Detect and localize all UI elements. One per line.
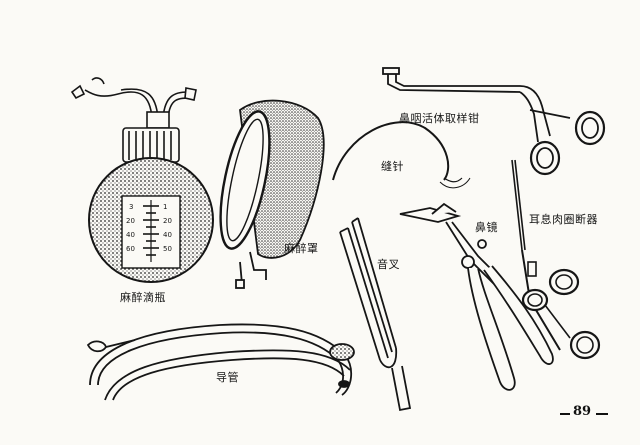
page-number-dash-right xyxy=(596,413,608,415)
biopsy-forceps-drawing xyxy=(382,67,606,176)
page-number-dash-left xyxy=(560,413,570,415)
anesthesia-mask-drawing xyxy=(219,99,325,289)
label-tuning-fork: 音叉 xyxy=(377,258,400,271)
scale-left-3: 40 xyxy=(126,231,135,239)
scale-left-2: 20 xyxy=(126,217,135,225)
bottle-scale: 3 20 40 60 1 20 40 50 xyxy=(126,203,172,253)
scale-left-1: 3 xyxy=(129,203,133,211)
label-nasal-speculum: 鼻镜 xyxy=(475,221,498,234)
scale-right-2: 20 xyxy=(163,217,172,225)
label-anesthesia-bottle: 麻醉滴瓶 xyxy=(120,291,166,304)
nasal-speculum-drawing xyxy=(399,202,554,391)
scale-right-3: 40 xyxy=(163,231,172,239)
label-anesthesia-mask: 麻醉罩 xyxy=(284,242,319,255)
scale-right-4: 50 xyxy=(163,245,172,253)
catheter-drawing xyxy=(86,323,355,401)
label-polyp-snare: 耳息肉圈断器 xyxy=(529,213,598,226)
scale-left-4: 60 xyxy=(126,245,135,253)
label-catheter: 导管 xyxy=(216,371,239,384)
label-biopsy-forceps: 鼻咽活体取样钳 xyxy=(399,112,480,125)
page-number: 89 xyxy=(573,404,592,419)
suture-needle-drawing xyxy=(332,121,471,189)
polyp-snare-drawing xyxy=(511,159,601,360)
anesthesia-bottle-drawing xyxy=(70,77,214,283)
label-suture-needle: 缝针 xyxy=(381,160,404,173)
scale-right-1: 1 xyxy=(163,203,167,211)
tuning-fork-drawing xyxy=(339,217,412,412)
